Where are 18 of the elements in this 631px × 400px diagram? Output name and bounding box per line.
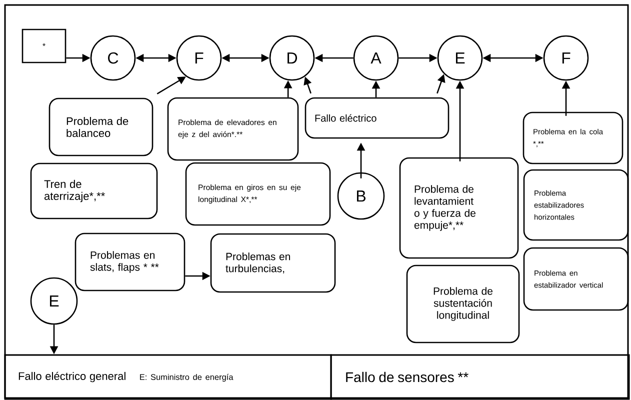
rounded-box: Problema de balanceo [48,98,154,156]
circle-node: F [543,35,589,81]
rounded-box: Problemas en turbulencias, [210,233,336,293]
rounded-box: Problema de sustentación longitudinal [406,264,520,344]
circle-node: E [437,35,483,81]
circle-node: D [269,35,315,81]
rounded-box: Tren de aterrizaje*,** [30,162,158,220]
rounded-box: Fallo eléctrico [304,97,450,139]
circle-node: A [353,35,399,81]
circle-node: E [30,277,78,325]
circle-node: B [337,172,385,220]
table-cell: Fallo de sensores ** [330,354,630,400]
rounded-box: Problema de levantamient o y fuerza de empuje*,** [399,157,519,259]
rounded-box: Problemas en slats, flaps * ** [74,232,186,292]
circle-node: F [176,35,222,81]
circle-node: C [90,35,136,81]
table-cell: Fallo eléctrico general E: Suministro de energía [4,354,332,400]
square-box: * [22,28,66,64]
